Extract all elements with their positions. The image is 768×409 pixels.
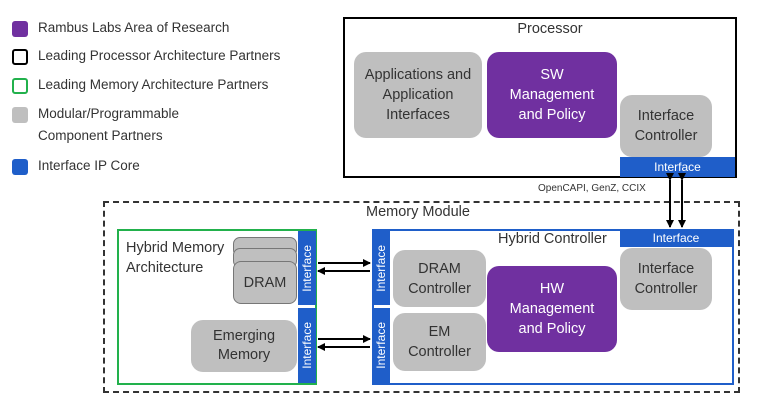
hybrid-controller-title: Hybrid Controller bbox=[498, 231, 607, 247]
legend-item-research: Rambus Labs Area of Research bbox=[12, 20, 229, 39]
legend-label: Leading Processor Architecture Partners bbox=[38, 48, 281, 63]
link-protocols-label: OpenCAPI, GenZ, CCIX bbox=[538, 183, 646, 194]
legend-item-processor-partners: Leading Processor Architecture Partners bbox=[12, 48, 280, 67]
swatch-gray bbox=[12, 107, 28, 123]
hybrid-memory-box bbox=[117, 229, 317, 385]
dram-box: DRAM bbox=[233, 261, 297, 304]
processor-interface-controller: Interface Controller bbox=[620, 95, 712, 157]
sw-management-box: SW Management and Policy bbox=[487, 52, 617, 138]
legend-label: Modular/Programmable Component Partners bbox=[38, 106, 180, 143]
dram-controller-box: DRAM Controller bbox=[393, 250, 486, 307]
legend-label: Interface IP Core bbox=[38, 158, 140, 173]
processor-box bbox=[343, 17, 737, 178]
legend-label: Leading Memory Architecture Partners bbox=[38, 77, 269, 92]
applications-box: Applications and Application Interfaces bbox=[354, 52, 482, 138]
swatch-purple bbox=[12, 21, 28, 37]
memory-interface-top-bar: Interface bbox=[620, 229, 732, 247]
legend-item-component-partners: Modular/Programmable Component Partners bbox=[12, 106, 198, 147]
controller-interface-2: Interface bbox=[372, 308, 390, 383]
hybrid-memory-interface-1: Interface bbox=[298, 231, 316, 305]
processor-title: Processor bbox=[517, 21, 583, 37]
emerging-memory-box: Emerging Memory bbox=[191, 320, 297, 372]
swatch-black-outline bbox=[12, 49, 28, 65]
legend-item-interface-ip: Interface IP Core bbox=[12, 158, 140, 177]
hybrid-controller-box bbox=[372, 229, 734, 385]
swatch-green-outline bbox=[12, 78, 28, 94]
em-controller-box: EM Controller bbox=[393, 313, 486, 371]
memory-module-box bbox=[103, 201, 740, 393]
hw-management-box: HW Management and Policy bbox=[487, 266, 617, 352]
legend-item-memory-partners: Leading Memory Architecture Partners bbox=[12, 77, 268, 96]
memory-interface-controller: Interface Controller bbox=[620, 248, 712, 310]
processor-interface-bar: Interface bbox=[620, 157, 735, 177]
memory-module-title: Memory Module bbox=[366, 204, 470, 220]
controller-interface-1: Interface bbox=[372, 231, 390, 305]
hybrid-memory-title: Hybrid Memory Architecture bbox=[126, 240, 225, 276]
legend-label: Rambus Labs Area of Research bbox=[38, 20, 230, 35]
hybrid-memory-interface-2: Interface bbox=[298, 308, 316, 383]
swatch-blue bbox=[12, 159, 28, 175]
